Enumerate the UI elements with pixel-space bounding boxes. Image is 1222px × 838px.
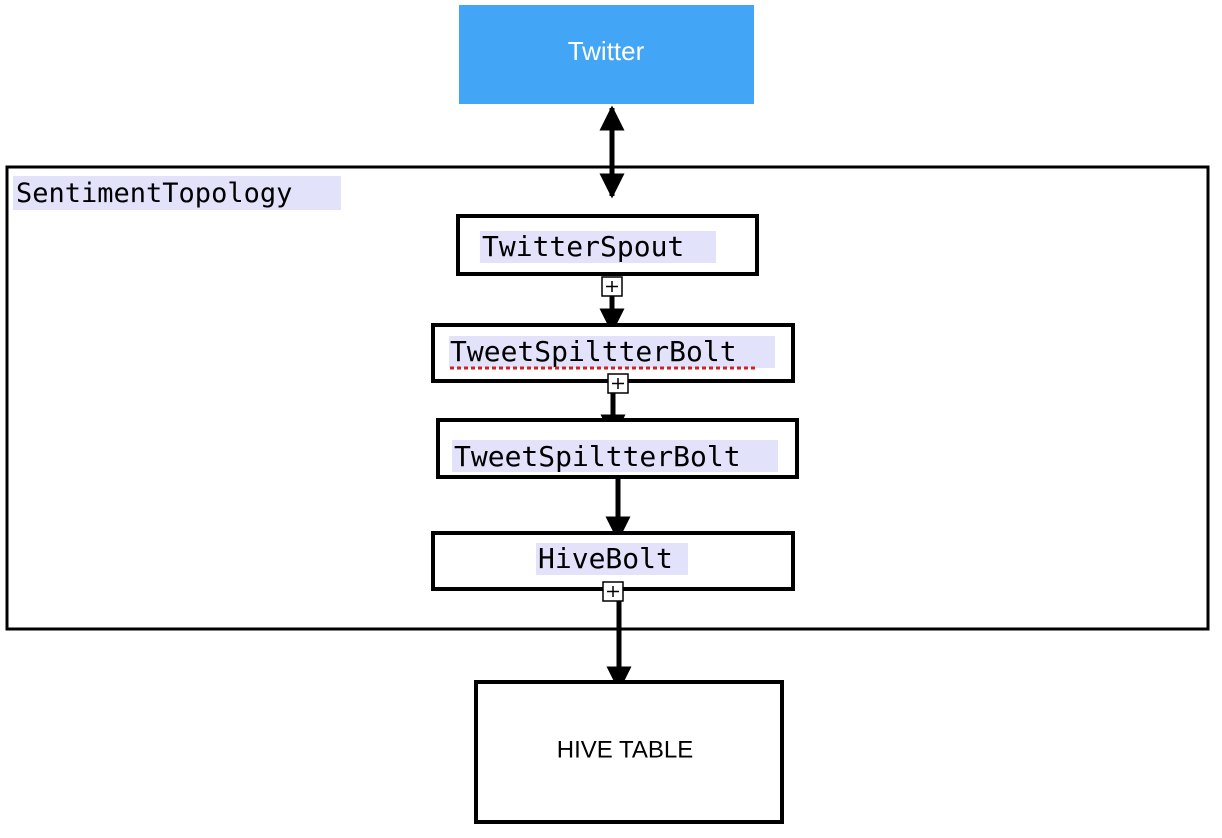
component-tweet-splitter-bolt-2[interactable]: TweetSpiltterBolt bbox=[436, 418, 799, 479]
component-hive-bolt[interactable]: HiveBolt bbox=[431, 531, 795, 591]
component-label-highlight bbox=[452, 440, 778, 472]
hive-table-node[interactable]: HIVE TABLE bbox=[474, 680, 784, 824]
component-label: TwitterSpout bbox=[482, 230, 684, 263]
plus-box-icon[interactable] bbox=[602, 581, 624, 602]
topology-title-highlight bbox=[13, 176, 341, 210]
plus-box-icon[interactable] bbox=[607, 373, 629, 394]
edges bbox=[599, 105, 632, 692]
component-label: TweetSpiltterBolt bbox=[450, 335, 737, 368]
component-label-highlight bbox=[480, 231, 716, 263]
component-label-highlight bbox=[536, 543, 688, 575]
plus-box-icon[interactable] bbox=[601, 276, 623, 297]
hive-table-box bbox=[474, 680, 784, 824]
twitter-node[interactable]: Twitter bbox=[459, 5, 754, 104]
topology-title: SentimentTopology bbox=[16, 178, 292, 209]
component-label-highlight bbox=[449, 336, 775, 368]
twitter-node-label: Twitter bbox=[568, 36, 645, 66]
component-label: TweetSpiltterBolt bbox=[454, 440, 741, 473]
twitter-node-box bbox=[459, 5, 754, 104]
hive-table-label: HIVE TABLE bbox=[557, 736, 694, 763]
component-label: HiveBolt bbox=[538, 542, 673, 575]
component-twitter-spout[interactable]: TwitterSpout bbox=[456, 214, 759, 276]
component-tweet-splitter-bolt-1[interactable]: TweetSpiltterBolt bbox=[431, 323, 795, 383]
sentiment-topology-container: SentimentTopology bbox=[5, 165, 1210, 631]
